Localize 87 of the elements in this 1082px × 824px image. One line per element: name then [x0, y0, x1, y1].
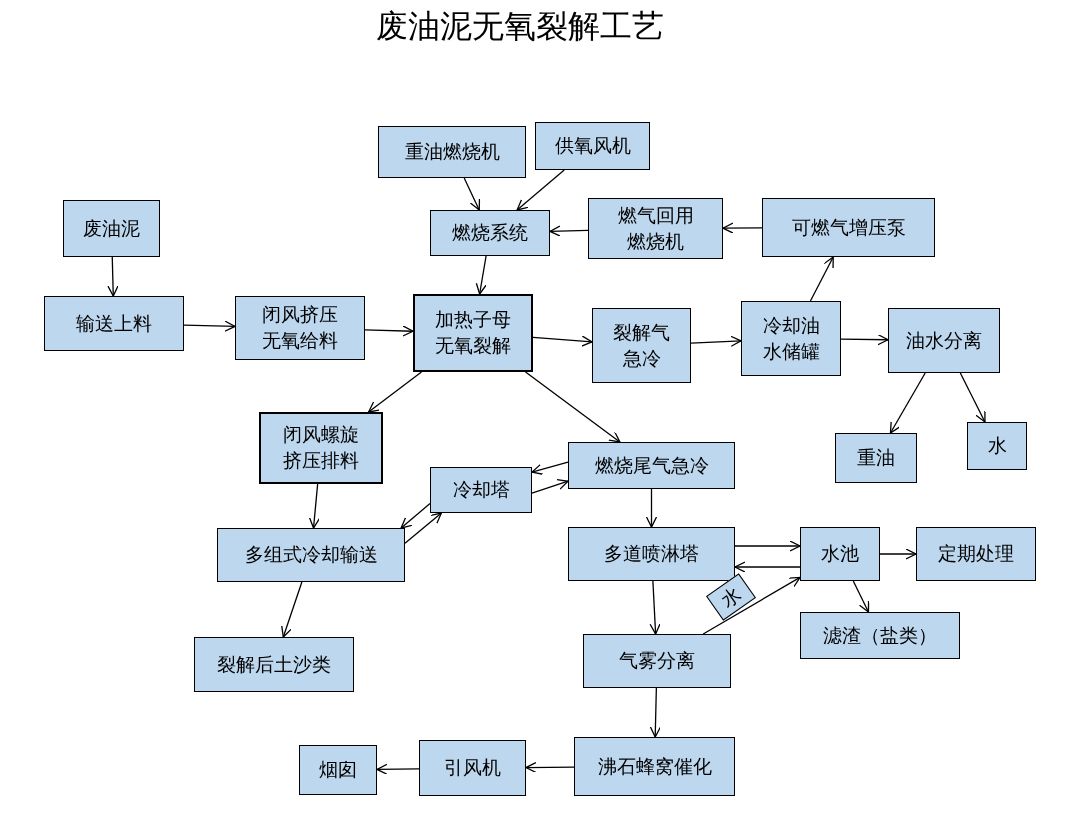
process-box	[194, 637, 354, 692]
box-text: 废油泥	[83, 215, 140, 241]
box-text: 燃烧系统	[452, 220, 528, 246]
arrow	[734, 561, 801, 573]
process-box	[588, 198, 723, 259]
arrow	[879, 548, 917, 560]
box-text: 输送上料	[76, 310, 152, 336]
process-box	[568, 527, 735, 581]
arrow	[649, 687, 662, 738]
process-box	[378, 126, 526, 178]
process-box	[967, 422, 1027, 470]
box-text: 水池	[821, 541, 859, 567]
box-text: 加热子母无氧裂解	[435, 307, 511, 358]
process-box	[235, 296, 365, 360]
process-box	[44, 296, 184, 351]
arrow	[734, 540, 801, 552]
box-text: 烟囱	[319, 757, 357, 783]
process-box	[888, 308, 1000, 373]
process-box	[800, 527, 880, 581]
box-text: 油水分离	[906, 327, 982, 353]
arrow	[889, 372, 926, 434]
arrow	[308, 483, 321, 529]
box-text: 沸石蜂窝催化	[597, 753, 712, 779]
process-box	[217, 528, 405, 582]
arrow	[525, 761, 575, 774]
process-box	[916, 527, 1036, 581]
arrow	[183, 320, 236, 332]
arrow	[840, 334, 889, 346]
arrow	[531, 478, 569, 494]
arrow	[463, 177, 481, 211]
box-text: 裂解后土沙类	[217, 651, 331, 677]
box-text: 重油燃烧机	[404, 139, 500, 165]
arrow	[809, 256, 834, 302]
arrow	[404, 512, 443, 544]
box-text: 多组式冷却输送	[244, 542, 378, 568]
process-box	[535, 122, 650, 170]
box-text: 冷却油水储罐	[762, 312, 820, 364]
title: 废油泥无氧裂解工艺	[375, 6, 665, 47]
process-box	[835, 433, 917, 483]
arrow	[376, 763, 420, 775]
box-text: 引风机	[444, 755, 501, 781]
arrow	[649, 580, 661, 635]
box-text: 闭风螺旋挤压排料	[283, 422, 359, 473]
box-text: 滤渣（盐类）	[823, 622, 937, 648]
process-box	[419, 740, 526, 796]
arrow	[107, 256, 119, 297]
arrow	[367, 371, 423, 413]
process-box	[259, 412, 383, 484]
arrow	[516, 169, 565, 211]
box-text: 水	[987, 433, 1007, 459]
process-box	[568, 442, 735, 489]
process-box	[583, 634, 731, 688]
arrow	[532, 335, 593, 347]
box-text: 闭风挤压无氧给料	[262, 302, 338, 353]
box-text: 重油	[857, 445, 895, 471]
arrow	[364, 325, 414, 337]
arrow	[959, 372, 986, 423]
box-text: 燃烧尾气急冷	[594, 452, 709, 478]
process-box	[592, 308, 691, 383]
box-text: 多道喷淋塔	[604, 541, 699, 567]
process-box	[413, 294, 533, 372]
arrow	[475, 255, 487, 295]
box-text: 可燃气增压泵	[791, 214, 906, 240]
process-box	[63, 200, 160, 257]
process-box	[574, 737, 735, 796]
box-text: 供氧风机	[554, 133, 631, 159]
arrow	[690, 335, 742, 347]
arrow	[281, 581, 303, 638]
process-box	[800, 612, 960, 659]
arrow	[702, 576, 801, 635]
arrow	[400, 502, 431, 529]
arrow	[722, 222, 763, 234]
process-box	[299, 745, 377, 795]
box-text: 气雾分离	[619, 648, 695, 674]
process-box	[741, 301, 841, 376]
arrow	[645, 488, 658, 528]
arrow	[549, 225, 589, 237]
arrow	[524, 371, 621, 443]
process-box	[762, 198, 935, 257]
process-box	[430, 210, 550, 256]
arrow	[852, 580, 870, 613]
box-text: 定期处理	[938, 541, 1014, 567]
box-text: 裂解气急冷	[613, 319, 670, 371]
arrow	[531, 461, 569, 475]
process-box	[430, 467, 532, 513]
box-text: 冷却塔	[452, 477, 510, 503]
box-text: 燃气回用燃烧机	[617, 202, 694, 254]
